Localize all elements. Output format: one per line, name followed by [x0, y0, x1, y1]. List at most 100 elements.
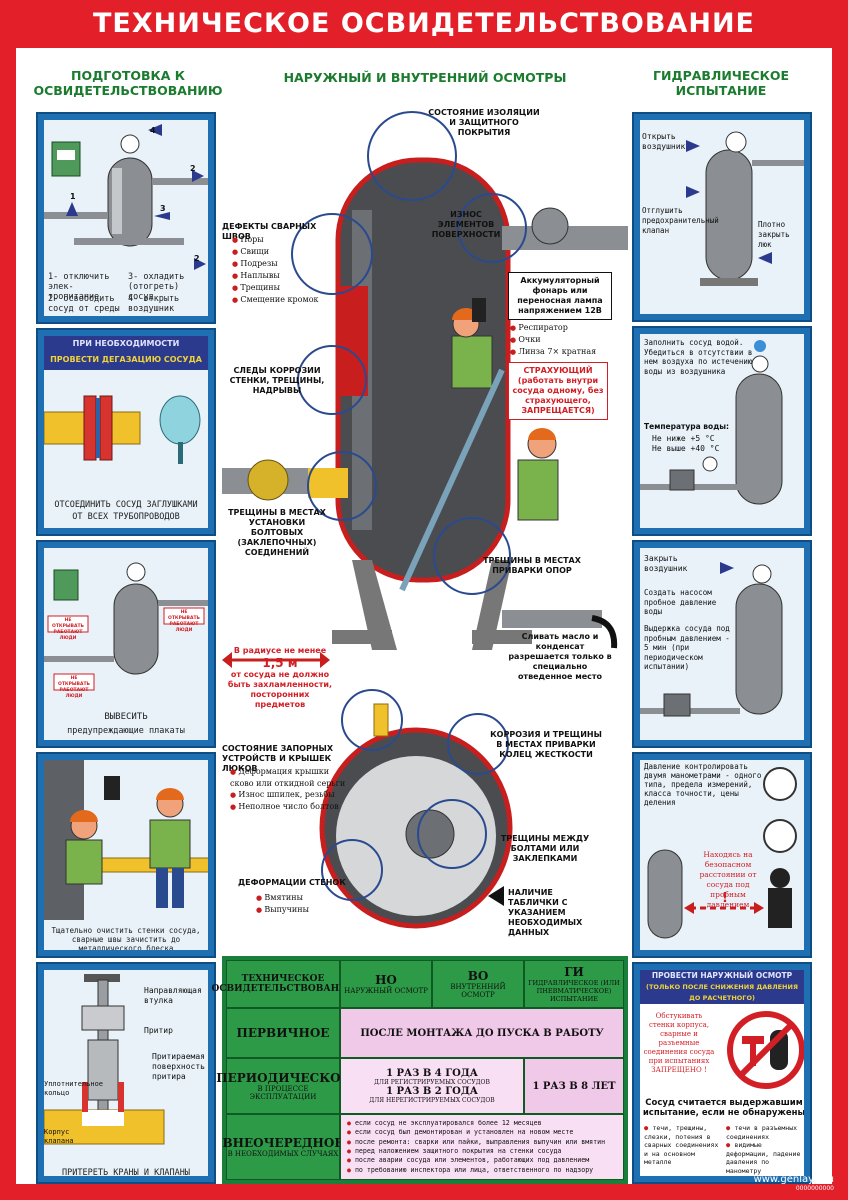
- cleaning-caption: Тщательно очистить стенки сосуда, сварны…: [51, 926, 201, 950]
- callout-circle: [457, 193, 527, 263]
- weld-defects-list: ПорыСвищиПодрезы НаплывыТрещиныСмещение …: [232, 234, 318, 306]
- vessel-fill-illustration: [640, 340, 783, 505]
- label-temp-min: Не ниже +5 °С: [652, 434, 715, 443]
- gauges-distance-illustration: [647, 767, 797, 939]
- pass-criteria-list-right: течи в разъемных соединенияхвидимые дефо…: [726, 1124, 804, 1175]
- table-header-title: ТЕХНИЧЕСКОЕ ОСВИДЕТЕЛЬСТВОВАНИЕ: [211, 960, 355, 1008]
- label-lamp: Аккумуляторный фонарь или переносная лам…: [508, 272, 612, 320]
- label-radius-2: 1,5 м: [262, 656, 298, 670]
- vessel-vent-illustration: [686, 131, 804, 286]
- warning-plate: [53, 673, 95, 691]
- pump-icon: [663, 693, 691, 717]
- worker-insurer: [517, 459, 559, 521]
- panel-warning-plates: НЕ ОТКРЫВАТЬ РАБОТАЮТ ЛЮДИ НЕ ОТКРЫВАТЬ …: [36, 540, 216, 748]
- wall-deformation-list: ВмятиныВыпучины: [256, 892, 309, 916]
- label-cracks-between: ТРЕЩИНЫ МЕЖДУ БОЛТАМИ ИЛИ ЗАКЛЕПКАМИ: [500, 834, 590, 863]
- ladder: [399, 368, 505, 592]
- marker-3: 3: [160, 204, 166, 213]
- manhole-icon: [405, 809, 455, 859]
- table-row-initial-label: ПЕРВИЧНОЕ: [226, 1008, 340, 1058]
- label-temp-max: Не выше +40 °С: [652, 444, 720, 453]
- label-test-passed: Сосуд считается выдержавшим испытание, е…: [642, 1098, 804, 1118]
- label-radius-3: от сосуда не должно быть захламленности,…: [227, 670, 333, 709]
- step-2: 2- освободить сосуд от среды: [48, 294, 120, 314]
- callout-circle: [417, 799, 487, 869]
- panel-cleaning: Тщательно очистить стенки сосуда, сварны…: [36, 752, 216, 958]
- callout-circle: [307, 451, 377, 521]
- ppe-list: РеспираторОчкиЛинза 7× кратная: [510, 322, 596, 358]
- label-seal-ring: Уплотнительное кольцо: [44, 1080, 104, 1097]
- label-ring-corrosion: КОРРОЗИЯ И ТРЕЩИНЫ В МЕСТАХ ПРИВАРКИ КОЛ…: [490, 730, 602, 759]
- step-3: 3- охладить (отогреть) сосуд: [128, 272, 185, 302]
- label-oil-drain: Сливать масло и конденсат разрешается то…: [508, 632, 612, 681]
- arrow-right-icon: [320, 652, 330, 668]
- label-radius-1: В радиусе не менее: [233, 646, 327, 655]
- marker-2: 2: [190, 164, 196, 173]
- table-row-initial-value: ПОСЛЕ МОНТАЖА ДО ПУСКА В РАБОТУ: [340, 1008, 624, 1058]
- arrow-icon: [488, 886, 504, 906]
- degassing-caption-1: ОТСОЕДИНИТЬ СОСУД ЗАГЛУШКАМИ: [54, 500, 198, 510]
- table-row-extra-value: если сосуд не эксплуатировался более 12 …: [340, 1114, 624, 1180]
- gauge-icon: [763, 819, 797, 853]
- label-guide-bush: Направляющая втулка: [144, 986, 202, 1005]
- gauge-icon: [752, 564, 772, 584]
- panel-degassing: ПРИ НЕОБХОДИМОСТИ ПРОВЕСТИ ДЕГАЗАЦИЮ СОС…: [36, 328, 216, 536]
- label-water-temp: Температура воды:: [644, 422, 730, 431]
- worker-silhouette: [768, 888, 792, 928]
- plates-caption-1: ВЫВЕСИТЬ: [104, 712, 148, 722]
- gauge-icon: [751, 355, 769, 373]
- exclamation-mark: !: [722, 891, 728, 906]
- panel-fill-water: Заполнить сосуд водой. Убедиться в отсут…: [632, 326, 812, 536]
- extra-cases-list: если сосуд не эксплуатировался более 12 …: [341, 1119, 623, 1175]
- step-1: 1- отключить элек-тропитание: [48, 272, 110, 302]
- column-heading-hydro: ГИДРАВЛИЧЕСКОЕ ИСПЫТАНИЕ: [653, 68, 789, 98]
- vessel-illustration: [44, 124, 208, 270]
- vessel-plates-illustration: [44, 562, 208, 691]
- drain-arrow-icon: [591, 615, 618, 649]
- gauge-icon: [126, 562, 146, 582]
- arrow-icon: [192, 170, 204, 182]
- warning-plate: [47, 615, 89, 633]
- poster-title: ТЕХНИЧЕСКОЕ ОСВИДЕТЕЛЬСТВОВАНИЕ: [93, 8, 755, 39]
- panel-valve-lapping: Направляющая втулка Притир Притираемая п…: [36, 962, 216, 1184]
- panel-two-gauges: Давление контролировать двумя манометрам…: [632, 752, 812, 958]
- label-lap: Притир: [144, 1026, 173, 1035]
- arrow-icon: [194, 258, 206, 270]
- table-row-periodic-gi: 1 РАЗ В 8 ЛЕТ: [524, 1058, 624, 1114]
- label-lap-surface: Притираемая поверхность притира: [152, 1052, 205, 1081]
- lamp-icon: [472, 298, 486, 322]
- switchboard-icon: [51, 141, 81, 177]
- label-test-pressure: Создать насосом пробное давление воды: [644, 588, 717, 616]
- label-valve-body: Корпус клапана: [44, 1128, 74, 1145]
- step-4: 4- открыть воздушник: [128, 294, 180, 314]
- blank-flange-illustration: [44, 395, 201, 464]
- vessel-pressure-illustration: [640, 562, 783, 717]
- site-url: www.genlayn.ru: [753, 1174, 834, 1185]
- no-tapping-sign-icon: [727, 1011, 804, 1089]
- label-close-vent: Закрыть воздушник: [644, 554, 688, 573]
- label-hold-time: Выдержка сосуда под пробным давлением - …: [644, 624, 730, 671]
- warning-plate: [163, 607, 205, 625]
- gauge-icon: [725, 131, 747, 153]
- gauge-icon: [702, 456, 718, 472]
- arrow-icon: [686, 186, 700, 198]
- arrow-icon: [148, 124, 162, 136]
- label-two-gauges: Давление контролировать двумя манометрам…: [644, 762, 762, 807]
- arrow-icon: [154, 212, 170, 220]
- poster-code: 0000000000: [795, 1185, 834, 1192]
- panel-disconnect: 4 2 1 3 2 1- отключить элек-тропитание 3…: [36, 112, 216, 324]
- lamp-icon: [104, 776, 120, 800]
- label-wall-deformation: ДЕФОРМАЦИИ СТЕНОК: [238, 878, 346, 887]
- label-corrosion: СЛЕДЫ КОРРОЗИИ СТЕНКИ, ТРЕЩИНЫ, НАДРЫВЫ: [229, 366, 325, 395]
- lapping-caption: ПРИТЕРЕТЬ КРАНЫ И КЛАПАНЫ: [62, 1168, 190, 1176]
- label-disable-safety-valve: Отглушить предохранительный клапан: [642, 206, 719, 235]
- blank-plate-icon: [159, 395, 201, 445]
- arrow-icon: [758, 252, 772, 264]
- label-nameplate: НАЛИЧИЕ ТАБЛИЧКИ С УКАЗАНИЕМ НЕОБХОДИМЫХ…: [508, 888, 583, 937]
- label-close-hatch: Плотно закрыть люк: [758, 220, 790, 249]
- arrow-left-icon: [222, 652, 232, 668]
